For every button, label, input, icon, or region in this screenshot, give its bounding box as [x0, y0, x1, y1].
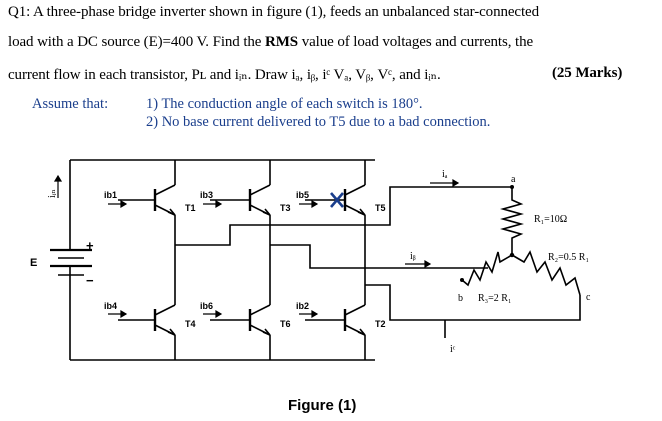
transistor-t4	[153, 304, 176, 336]
question-line-2-pre: load with a DC source (E)=400 V. Find th…	[8, 34, 266, 50]
question-line-3: current flow in each transistor, Pʟ and …	[8, 67, 441, 83]
transistor-t1	[153, 184, 176, 216]
question-line-2: load with a DC source (E)=400 V. Find th…	[8, 34, 533, 51]
ia-label: iₐ	[442, 169, 448, 180]
ic-label: iᶜ	[450, 344, 456, 355]
node-b-label: b	[458, 293, 463, 304]
figure-caption: Figure (1)	[288, 397, 357, 414]
question-rms: RMS	[265, 34, 299, 50]
t6-label: T6	[280, 319, 291, 329]
t2-label: T2	[375, 319, 386, 329]
bad-connection-cross-icon	[330, 192, 344, 208]
question-line-2-post: value of load voltages and currents, the	[298, 34, 534, 50]
transistor-t3	[248, 184, 271, 216]
ib2-label: ib2	[296, 301, 309, 311]
question-line-1: Q1: A three-phase bridge inverter shown …	[8, 4, 540, 20]
t3-label: T3	[280, 203, 291, 213]
t4-label: T4	[185, 319, 196, 329]
transistor-t5	[343, 184, 366, 216]
transistor-t2	[343, 304, 366, 336]
minus-sign: −	[86, 273, 94, 288]
node-a-label: a	[511, 174, 516, 185]
iin-label: iᵢₙ	[47, 189, 58, 198]
plus-sign: +	[86, 238, 94, 253]
ib1-label: ib1	[104, 190, 117, 200]
source-e-label: E	[30, 257, 37, 269]
r1-label: R₁=10Ω	[534, 214, 567, 225]
assumption-label: Assume that:	[32, 96, 109, 112]
ib6-label: ib6	[200, 301, 213, 311]
assumption-2: 2) No base current delivered to T5 due t…	[146, 114, 491, 130]
t1-label: T1	[185, 203, 196, 213]
ib5-label: ib5	[296, 190, 309, 200]
r3-label: R₃=2 R₁	[478, 293, 511, 304]
transistor-t6	[248, 304, 271, 336]
ib-label: iᵦ	[410, 251, 416, 262]
node-c-label: c	[586, 292, 591, 303]
ib4-label: ib4	[104, 301, 117, 311]
ib3-label: ib3	[200, 190, 213, 200]
r2-label: R₂=0.5 R₁	[548, 252, 589, 263]
t5-label: T5	[375, 203, 386, 213]
question-marks: (25 Marks)	[552, 65, 623, 81]
assumption-1: 1) The conduction angle of each switch i…	[146, 96, 423, 112]
